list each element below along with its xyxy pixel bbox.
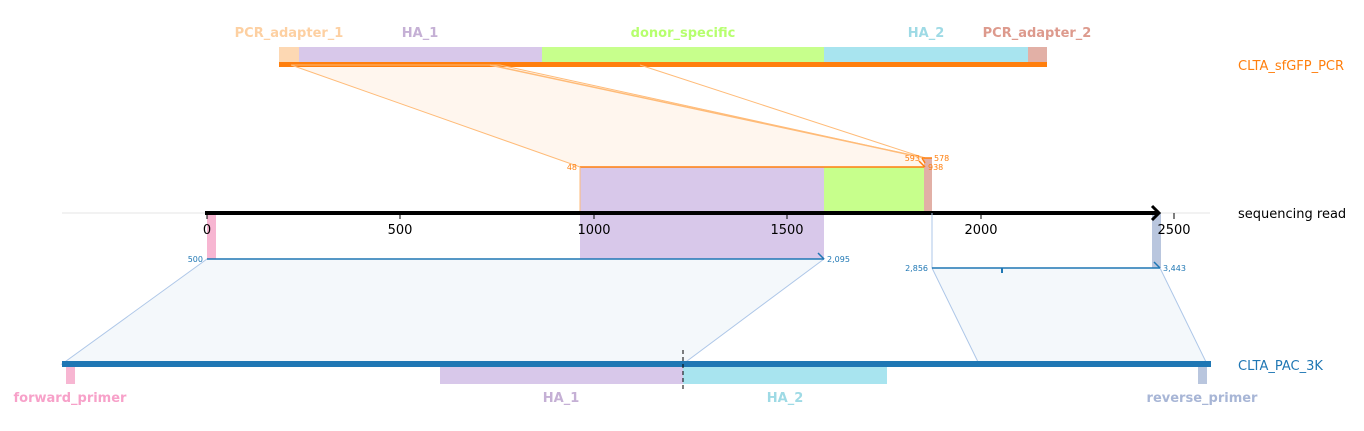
top-alignment-line-b bbox=[489, 64, 926, 159]
bottom-reference-name: CLTA_PAC_3K bbox=[1238, 359, 1323, 374]
read-tick-label-1000: 1000 bbox=[577, 223, 610, 238]
top-feature-ha2-bar bbox=[824, 47, 1028, 63]
top-reference-name: CLTA_sfGFP_PCR bbox=[1238, 59, 1344, 74]
top-alignment-connectors bbox=[290, 64, 926, 168]
top-alignment-line-a bbox=[639, 64, 926, 159]
top-alignment-arrow bbox=[918, 157, 926, 168]
read-tick-label-2000: 2000 bbox=[964, 223, 997, 238]
read-tick-label-1500: 1500 bbox=[770, 223, 803, 238]
top-alignment-mid-label: 593 bbox=[905, 154, 920, 163]
bottom-right-end-label: 3,443 bbox=[1163, 264, 1186, 273]
top-alignment-bracket: 48 593 578 938 bbox=[567, 154, 949, 213]
bottom-feature-label-ha1: HA_1 bbox=[543, 391, 580, 406]
read-tick-label-2500: 2500 bbox=[1157, 223, 1190, 238]
top-feature-label-ha2: HA_2 bbox=[908, 26, 945, 41]
read-direction-arrow bbox=[1150, 204, 1162, 222]
bottom-feature-label-ha2: HA_2 bbox=[767, 391, 804, 406]
top-alignment-end2-label: 938 bbox=[928, 163, 943, 172]
bottom-left-alignment-arrow bbox=[817, 252, 825, 260]
bottom-alignment-connectors bbox=[60, 213, 1208, 365]
bottom-feature-label-reverse-primer: reverse_primer bbox=[1147, 391, 1259, 406]
top-alignment-end-label: 578 bbox=[934, 154, 949, 163]
top-feature-label-pcr-adapter-1: PCR_adapter_1 bbox=[235, 26, 344, 41]
top-feature-ha1-bar bbox=[299, 47, 542, 63]
bottom-left-end-label: 2,095 bbox=[827, 255, 850, 264]
read-tick-label-0: 0 bbox=[203, 223, 211, 238]
bottom-feature-reverse-primer-bar bbox=[1198, 367, 1207, 384]
read-adapter-region bbox=[924, 158, 932, 213]
bottom-reference-line bbox=[62, 361, 1211, 367]
top-feature-label-donor-specific: donor_specific bbox=[631, 26, 736, 41]
top-reference-line bbox=[279, 62, 1047, 67]
top-feature-donor-specific-bar bbox=[542, 47, 824, 63]
bottom-feature-ha1-bar bbox=[440, 367, 683, 384]
top-feature-pcr-adapter-1-bar bbox=[279, 47, 299, 63]
bottom-left-start-label: 500 bbox=[188, 255, 203, 264]
bottom-feature-forward-primer-bar bbox=[66, 367, 75, 384]
read-reverse-primer-region bbox=[1152, 213, 1161, 268]
top-alignment-fill bbox=[290, 64, 926, 168]
bottom-right-alignment-arrow bbox=[1153, 261, 1161, 269]
read-name: sequencing read bbox=[1238, 207, 1346, 222]
read-donor-region bbox=[824, 167, 924, 213]
bottom-feature-ha2-bar bbox=[683, 367, 887, 384]
bottom-alignment-brackets: 500 2,095 2,856 3,443 bbox=[188, 252, 1186, 273]
top-reference: PCR_adapter_1 HA_1 donor_specific HA_2 P… bbox=[235, 26, 1344, 74]
top-feature-label-pcr-adapter-2: PCR_adapter_2 bbox=[983, 26, 1092, 41]
bottom-right-alignment-fill bbox=[931, 267, 1208, 365]
top-alignment-start-label: 48 bbox=[567, 163, 577, 172]
read-axis: 0 500 1000 1500 2000 2500 sequencing rea… bbox=[62, 204, 1346, 238]
bottom-left-alignment-fill bbox=[60, 258, 826, 365]
read-forward-primer-region bbox=[207, 213, 216, 259]
bottom-right-start-label: 2,856 bbox=[905, 264, 928, 273]
bottom-reference: forward_primer HA_1 HA_2 reverse_primer … bbox=[14, 350, 1323, 406]
read-tick-label-500: 500 bbox=[388, 223, 413, 238]
top-feature-pcr-adapter-2-bar bbox=[1028, 47, 1047, 63]
bottom-feature-label-forward-primer: forward_primer bbox=[14, 391, 128, 406]
top-feature-label-ha1: HA_1 bbox=[402, 26, 439, 41]
